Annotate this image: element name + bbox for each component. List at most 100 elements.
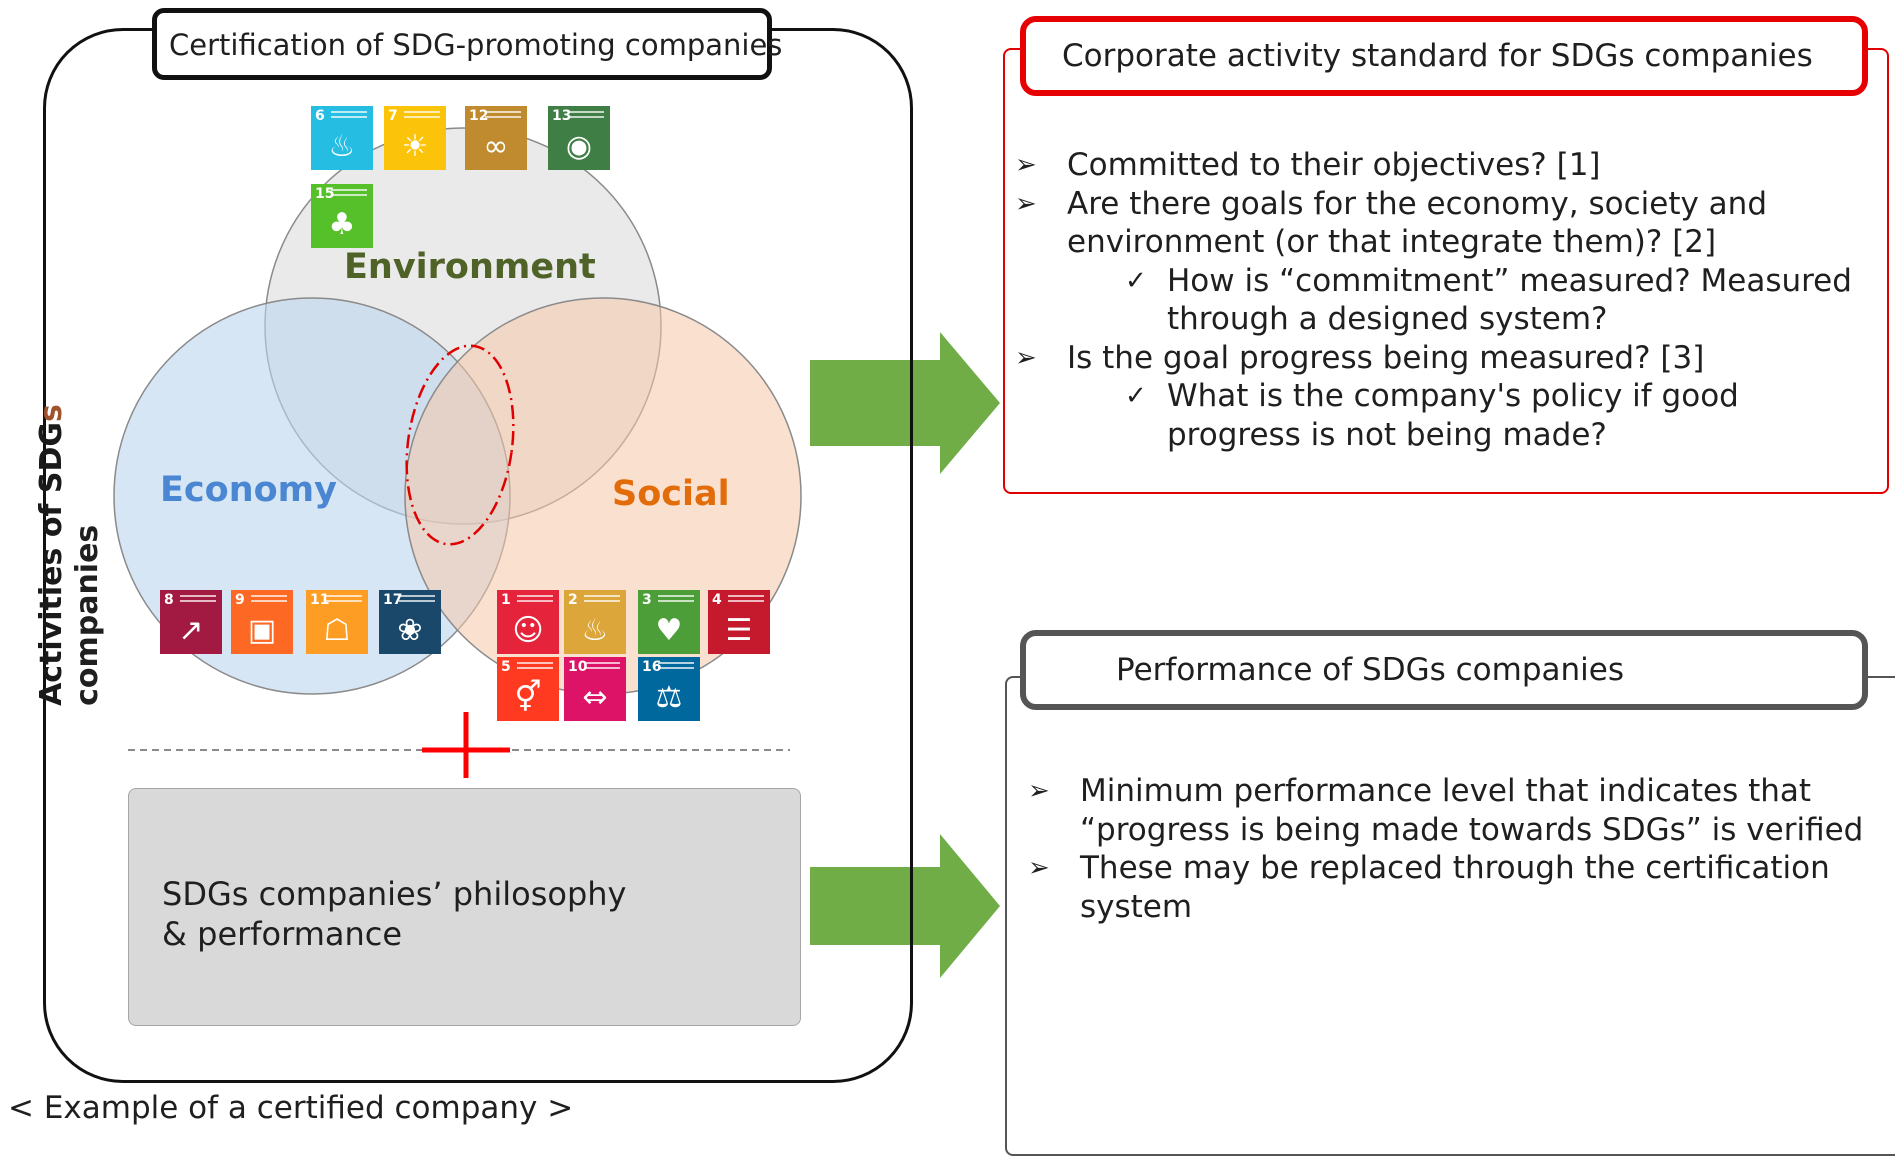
sdg-glyph: ☖ [323,613,351,648]
sdg-caption-lines [485,111,521,113]
sdg-caption-lines [331,111,367,113]
sdg-number: 12 [469,108,489,124]
list-item-continuation: through a designed system? [1167,301,1608,337]
sdg-caption-lines [728,595,764,597]
book-icon: 4☰ [708,590,770,654]
philosophy-line-1: SDGs companies’ philosophy [162,875,627,913]
overlap-highlight-ellipse [405,344,515,546]
sdg-caption-lines [658,595,694,597]
list-item-continuation: progress is not being made? [1167,416,1607,453]
sdg-caption-lines [517,662,553,664]
arrow-bullet-icon: ➢ [1028,776,1050,806]
infinity-icon: 12 ∞ [465,106,527,170]
list-item: ➢Is the goal progress being measured? [3… [1015,339,1705,376]
philosophy-text: SDGs companies’ philosophy & performance [162,874,626,954]
sdg-glyph: ♨ [581,613,609,648]
sdg-number: 10 [568,659,588,675]
sun-icon: 7☀ [384,106,446,170]
philosophy-line-2: & performance [162,915,403,953]
list-item-continuation: environment (or that integrate them)? [2… [1067,224,1717,260]
standard-title: Corporate activity standard for SDGs com… [1020,16,1868,96]
gender-icon: 5⚥ [497,657,559,721]
sdg-glyph: ⇔ [582,680,608,715]
list-item: ➢Minimum performance level that indicate… [1028,773,1812,809]
eye-globe-icon: 13◉ [548,106,610,170]
side-label-line-1: Activities of SDGs [34,404,69,706]
sdg-number: 15 [315,186,335,202]
sdg-number: 16 [642,659,662,675]
sdg-glyph: ⚥ [514,680,542,715]
performance-title: Performance of SDGs companies [1020,630,1868,710]
sdg-caption-lines [251,595,287,597]
sdg-glyph: ⚖ [655,680,683,715]
growth-chart-icon: 8↗ [160,590,222,654]
caption: < Example of a certified company > [8,1090,574,1126]
list-item: ➢These may be replaced through the certi… [1028,850,1830,886]
sdg-glyph: ∞ [483,129,509,164]
sdg-number: 8 [164,592,174,608]
city-icon: 11 ☖ [306,590,368,654]
sdg-number: 4 [712,592,722,608]
sdg-glyph: ♥ [655,613,683,648]
list-item-continuation: system [1080,888,1193,925]
sdg-glyph: ☀ [401,129,429,164]
sdg-glyph: ↗ [178,613,204,648]
standard-list: ➢Committed to their objectives? [1] ➢Are… [1015,146,1852,454]
sdg-glyph: ☰ [725,613,753,648]
sdg-number: 5 [501,659,511,675]
list-item: ➢Are there goals for the economy, societ… [1015,185,1767,222]
heartbeat-icon: 3♥ [638,590,700,654]
sdg-number: 1 [501,592,511,608]
sdg-number: 7 [388,108,398,124]
arrow-bullet-icon: ➢ [1015,150,1037,180]
check-bullet-icon: ✓ [1125,381,1147,411]
sdg-glyph: ♨ [328,129,356,164]
dove-gavel-icon: 16 ⚖ [638,657,700,721]
sdg-caption-lines [399,595,435,597]
tree-icon: 15 ♣ [311,184,373,248]
arrow-to-performance [810,834,1000,978]
sdg-number: 3 [642,592,652,608]
arrow-bullet-icon: ➢ [1015,342,1037,373]
sdg-caption-lines [331,189,367,191]
sdg-number: 9 [235,592,245,608]
list-item: ✓How is “commitment” measured? Measured [1125,262,1852,299]
list-item: ✓What is the company's policy if good [1125,378,1739,414]
sdg-glyph: ▣ [247,613,277,648]
sdg-number: 2 [568,592,578,608]
philosophy-box [128,788,801,1026]
water-drop-icon: 6♨ [311,106,373,170]
sdg-number: 6 [315,108,325,124]
economy-label: Economy [160,470,337,510]
sdg-caption-lines [404,111,440,113]
sdg-glyph: ♣ [328,207,356,242]
performance-list: ➢Minimum performance level that indicate… [1028,772,1863,926]
arrow-to-standard [810,332,1000,474]
cubes-icon: 9▣ [231,590,293,654]
arrow-bullet-icon: ➢ [1015,188,1037,219]
sdg-caption-lines [517,595,553,597]
sdg-number: 13 [552,108,572,124]
arrow-bullet-icon: ➢ [1028,853,1050,883]
certification-title: Certification of SDG-promoting companies [152,8,782,80]
sdg-caption-lines [180,595,216,597]
side-label-line-2: companies [70,524,105,706]
equality-arrows-icon: 10 ⇔ [564,657,626,721]
sdg-glyph: ☺ [512,613,544,648]
check-bullet-icon: ✓ [1125,265,1147,296]
social-label: Social [612,474,730,514]
sdg-number: 17 [383,592,403,608]
sdg-caption-lines [584,595,620,597]
environment-label: Environment [344,247,596,287]
list-item: ➢Committed to their objectives? [1] [1015,147,1601,183]
list-item-continuation: “progress is being made towards SDGs” is… [1080,811,1864,848]
sdg-caption-lines [584,662,620,664]
sdg-glyph: ❀ [397,613,423,648]
family-icon: 1☺ [497,590,559,654]
sdg-number: 11 [310,592,330,608]
sdg-caption-lines [568,111,604,113]
partnership-flower-icon: 17 ❀ [379,590,441,654]
sdg-caption-lines [658,662,694,664]
bowl-icon: 2♨ [564,590,626,654]
sdg-caption-lines [326,595,362,597]
